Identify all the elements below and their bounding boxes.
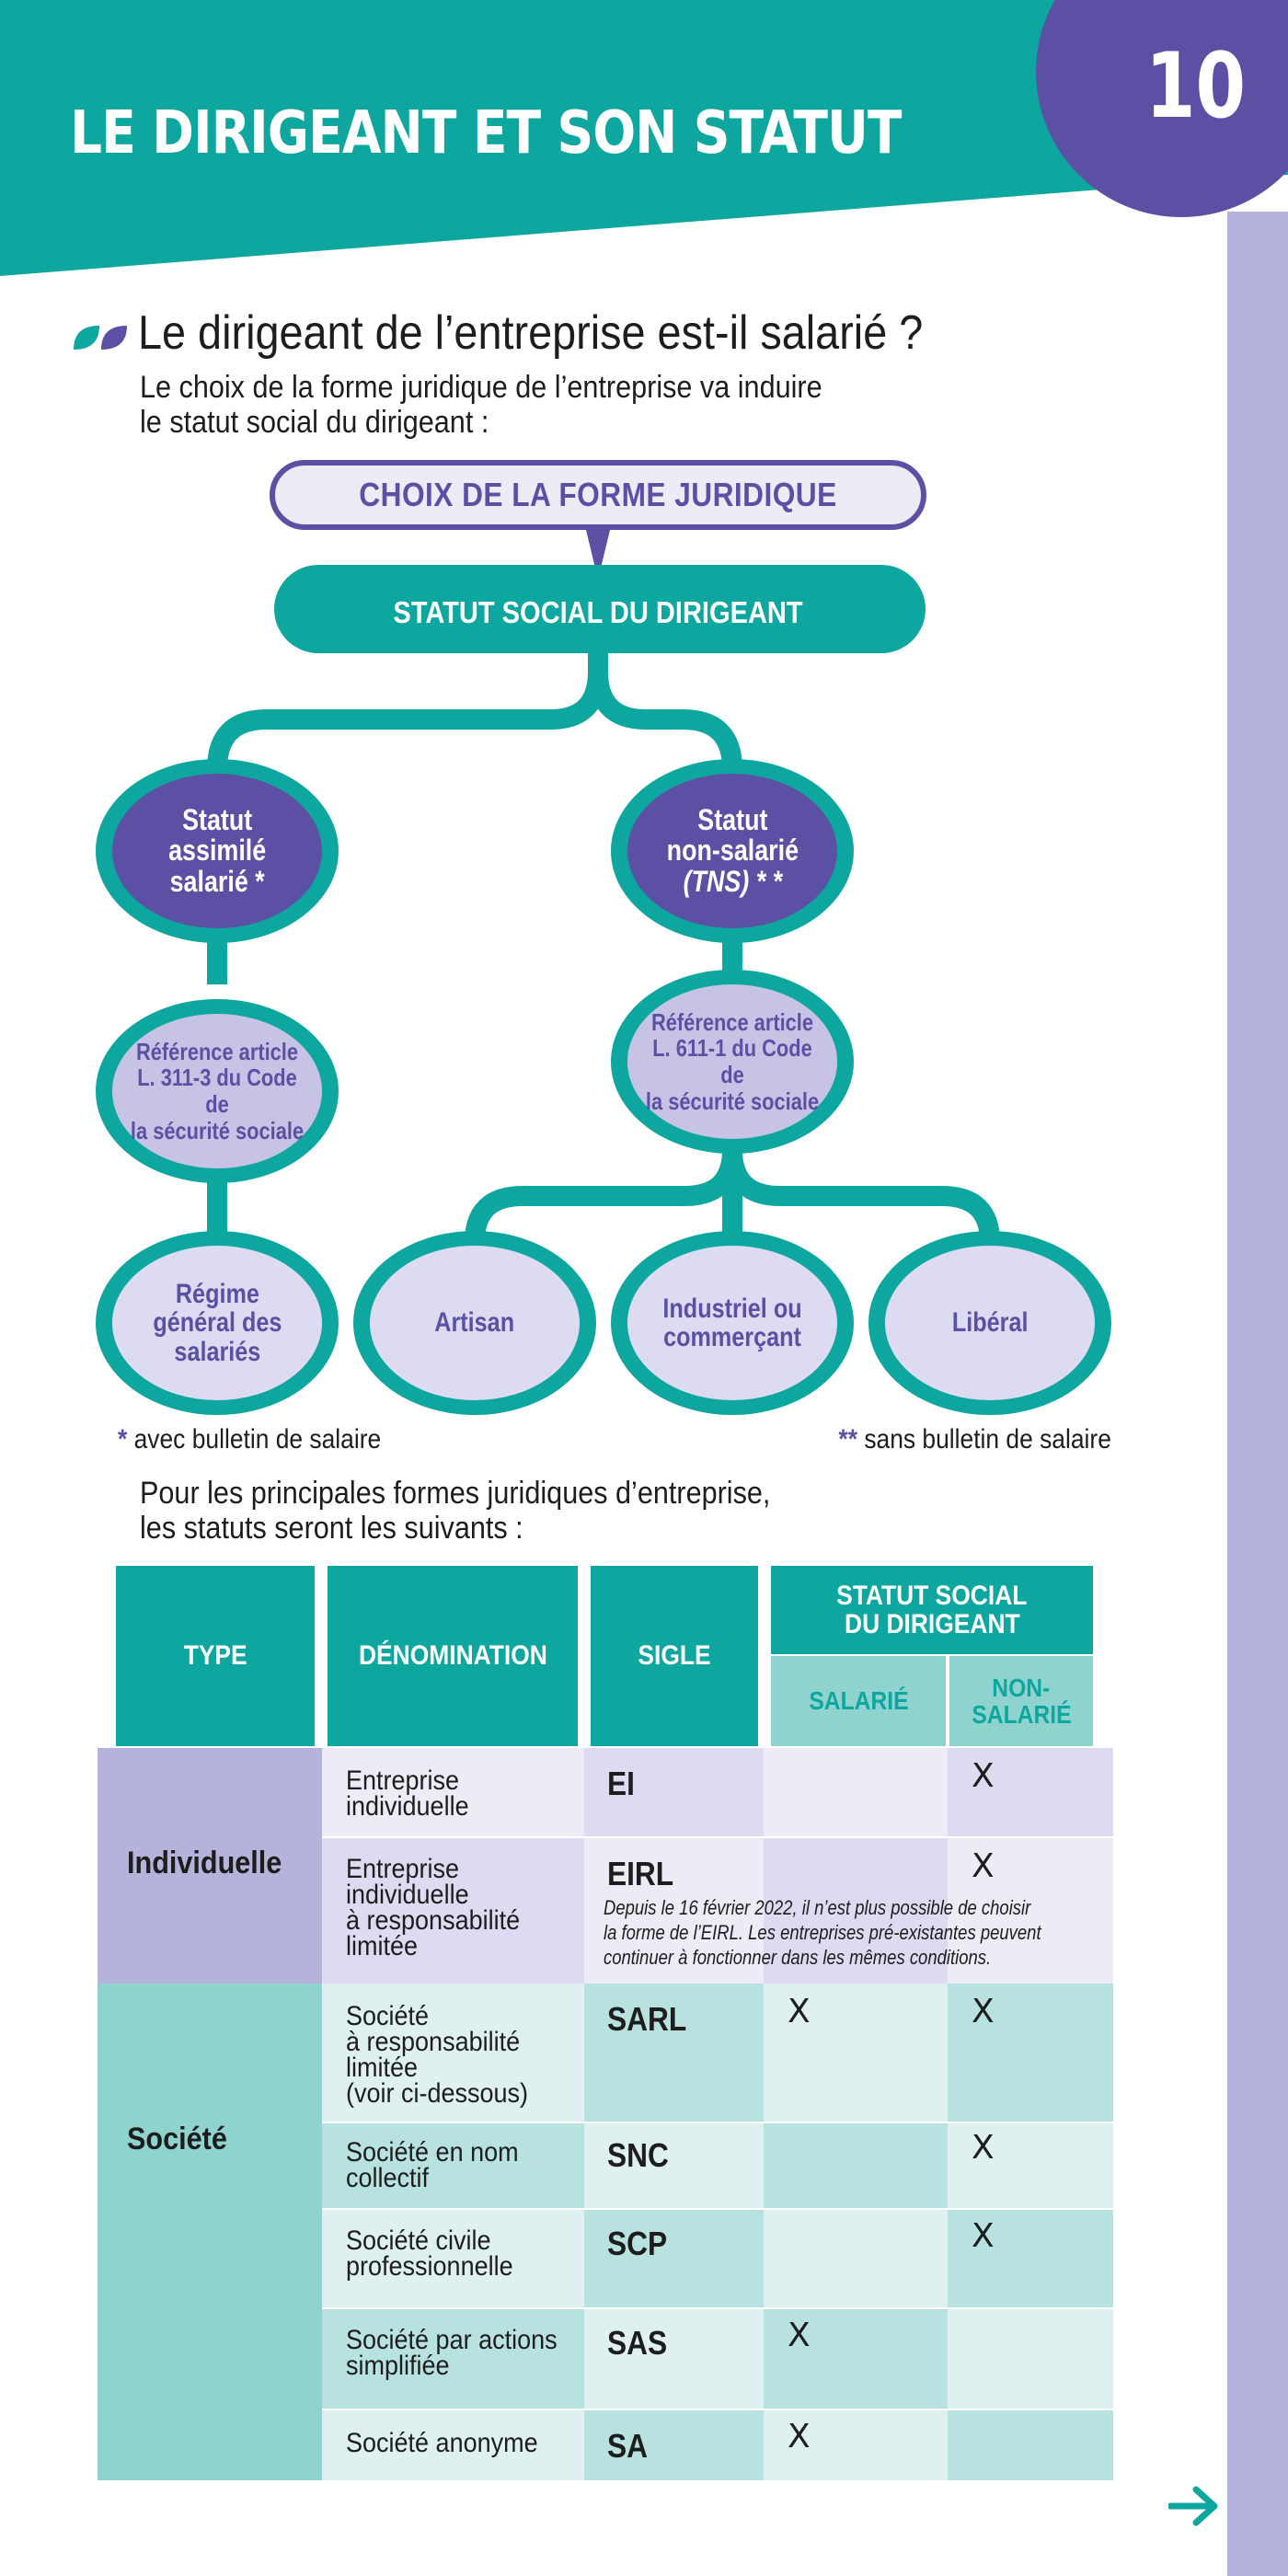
side-bar: [1227, 212, 1288, 2576]
footnote-star: *: [118, 1424, 128, 1455]
intro-text: Le choix de la forme juridique de l’entr…: [140, 370, 822, 440]
header-sigle: SIGLE: [638, 1640, 711, 1672]
statut-social-label: STATUT SOCIAL DU DIRIGEANT: [393, 595, 803, 629]
label-line: commerçant: [663, 1322, 801, 1352]
label-line: salarié *: [169, 864, 265, 898]
table-row-sas-sigle: SAS: [607, 2324, 668, 2362]
mark-sas-salarie: X: [788, 2317, 811, 2354]
intro-line: le statut social du dirigeant :: [140, 405, 489, 440]
table-row-ei-sigle: EI: [607, 1765, 635, 1802]
table-intro: Pour les principales formes juridiques d…: [140, 1476, 770, 1546]
header-denomination: DÉNOMINATION: [358, 1640, 547, 1672]
double-leaf-bullet-icon: [74, 326, 127, 350]
group-individuelle: Individuelle: [127, 1846, 282, 1880]
label-line: L. 311-3 du Code de: [137, 1064, 297, 1118]
mark-sarl-non-salarie: X: [972, 1993, 995, 2030]
reference-left-label: Référence article L. 311-3 du Code de la…: [111, 1036, 323, 1146]
artisan-label: Artisan: [369, 1268, 581, 1378]
section-title: Le dirigeant de l’entreprise est-il sala…: [138, 306, 924, 360]
table-row-scp-sigle: SCP: [607, 2225, 668, 2262]
table-row-sarl-sigle: SARL: [607, 2000, 687, 2038]
label-line: général des: [152, 1307, 282, 1339]
reference-right-label: Référence article L. 611-1 du Code de la…: [627, 1006, 838, 1117]
next-page-arrow-icon[interactable]: [1168, 2484, 1220, 2528]
footnote-star: **: [838, 1424, 858, 1455]
header-non-salarie: NON- SALARIÉ: [949, 1656, 1093, 1746]
intro-line: Pour les principales formes juridiques d…: [140, 1476, 771, 1511]
label-line: Référence article: [135, 1037, 299, 1065]
header-statut-social: STATUT SOCIAL DU DIRIGEANT: [771, 1566, 1093, 1654]
statut-social-box: [274, 565, 926, 653]
header-type: TYPE: [183, 1640, 247, 1672]
table-row-sa-denomination: Société anonyme: [346, 2428, 538, 2458]
regime-general-label: Régime général des salariés: [111, 1268, 323, 1378]
mark-sa-salarie: X: [788, 2418, 811, 2455]
label-line: la sécurité sociale: [645, 1087, 820, 1115]
label-line: (TNS) * *: [683, 864, 782, 898]
group-societe: Société: [127, 2122, 227, 2156]
assimile-salarie-label: Statut assimilé salarié *: [111, 796, 323, 906]
table-row-eirl-sigle: EIRL: [607, 1855, 674, 1892]
industriel-label: Industriel ou commerçant: [627, 1268, 838, 1378]
label-line: Statut: [181, 802, 253, 836]
page-title: LE DIRIGEANT ET SON STATUT: [70, 99, 902, 167]
liberal-label: Libéral: [884, 1268, 1096, 1378]
table-row-snc-sigle: SNC: [607, 2136, 669, 2174]
table-row-sa-sigle: SA: [607, 2427, 649, 2465]
footnote-without-payslip: ** sans bulletin de salaire: [839, 1424, 1111, 1455]
footnote-text: avec bulletin de salaire: [127, 1424, 382, 1455]
label-line: Référence article: [650, 1007, 814, 1036]
label-line: L. 611-1 du Code de: [652, 1034, 812, 1088]
status-diagram: [96, 460, 1111, 1415]
label-line: non-salarié: [666, 834, 799, 868]
header-line: NON-: [992, 1673, 1051, 1702]
header-salarie: SALARIÉ: [808, 1686, 909, 1716]
mark-snc-non-salarie: X: [972, 2129, 995, 2167]
label-line: Industriel ou: [662, 1293, 802, 1324]
label-line: la sécurité sociale: [130, 1116, 305, 1144]
label-line: Artisan: [434, 1307, 515, 1339]
footnote-with-payslip: * avec bulletin de salaire: [118, 1424, 381, 1455]
choix-forme-juridique-label: CHOIX DE LA FORME JURIDIQUE: [359, 475, 837, 513]
mark-ei-non-salarie: X: [972, 1757, 995, 1795]
header-line: STATUT SOCIAL: [836, 1580, 1028, 1611]
intro-line: Le choix de la forme juridique de l’entr…: [140, 370, 822, 405]
mark-scp-non-salarie: X: [972, 2217, 995, 2255]
footnote-text: sans bulletin de salaire: [857, 1424, 1111, 1455]
mark-sarl-salarie: X: [788, 1993, 811, 2030]
label-line: assimilé: [167, 834, 267, 868]
non-salarie-label: Statut non-salarié (TNS) * *: [627, 796, 838, 906]
label-line: salariés: [174, 1336, 260, 1367]
label-line: Régime: [175, 1278, 259, 1309]
label-line: Statut: [696, 802, 768, 836]
header-line: SALARIÉ: [971, 1700, 1072, 1729]
intro-line: les statuts seront les suivants :: [140, 1511, 523, 1546]
eirl-note: Depuis le 16 février 2022, il n’est plus…: [604, 1896, 1041, 1969]
header-band: [0, 0, 1288, 276]
header-line: DU DIRIGEANT: [844, 1609, 1020, 1639]
mark-eirl-non-salarie: X: [972, 1847, 995, 1885]
label-line: Libéral: [951, 1307, 1029, 1339]
